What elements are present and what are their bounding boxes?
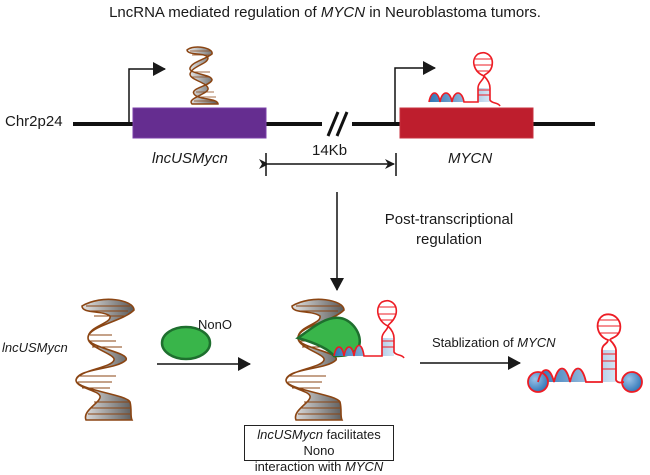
break-mark (322, 111, 352, 137)
caption-line1: lncUSMycn facilitates Nono (245, 427, 393, 459)
lncrna-helix-left (75, 298, 135, 421)
caption-text1: facilitates Nono (303, 427, 381, 458)
gene-label-mycn: MYCN (448, 150, 493, 167)
caption-gene2: MYCN (345, 459, 384, 474)
stabilization-prefix: Stablization of (432, 335, 518, 350)
chromosome-label: Chr2p24 (5, 113, 63, 130)
caption-text2: interaction with (254, 459, 346, 474)
diagram-canvas (73, 46, 643, 421)
figure-title: LncRNA mediated regulation of MYCN in Ne… (0, 4, 650, 21)
process-label-line2: regulation (416, 231, 482, 248)
gene-box-lncusmycn (132, 107, 267, 139)
distance-indicator (259, 153, 397, 176)
title-gene: MYCN (320, 4, 366, 21)
process-label-line1: Post-transcriptional (384, 211, 514, 228)
gene-label-lncusmycn: lncUSMycn (152, 150, 228, 167)
lncrna-transcript-icon (186, 46, 219, 105)
lncrna-label: lncUSMycn (2, 340, 68, 355)
stabilized-mycn-mrna (527, 313, 643, 393)
caption-gene1: lncUSMycn (257, 427, 323, 442)
caption-line2: interaction with MYCN (245, 459, 393, 475)
stabilization-gene: MYCN (517, 335, 556, 350)
title-prefix: LncRNA mediated regulation of (109, 4, 321, 21)
gene-box-mycn (399, 107, 534, 139)
nono-protein (160, 325, 212, 361)
stabilization-label: Stablization of MYCN (432, 335, 556, 350)
mycn-mrna-icon (428, 51, 501, 107)
caption-box: lncUSMycn facilitates Nono interaction w… (244, 425, 394, 474)
promoter-arrow-mycn (394, 61, 436, 124)
title-suffix: in Neuroblastoma tumors. (365, 4, 541, 21)
promoter-arrow-lncusmycn (128, 62, 166, 124)
lncrna-helix-complex (285, 298, 405, 421)
protein-label: NonO (198, 317, 232, 332)
process-label: Post-transcriptional regulation (374, 210, 524, 250)
distance-label: 14Kb (312, 142, 348, 159)
